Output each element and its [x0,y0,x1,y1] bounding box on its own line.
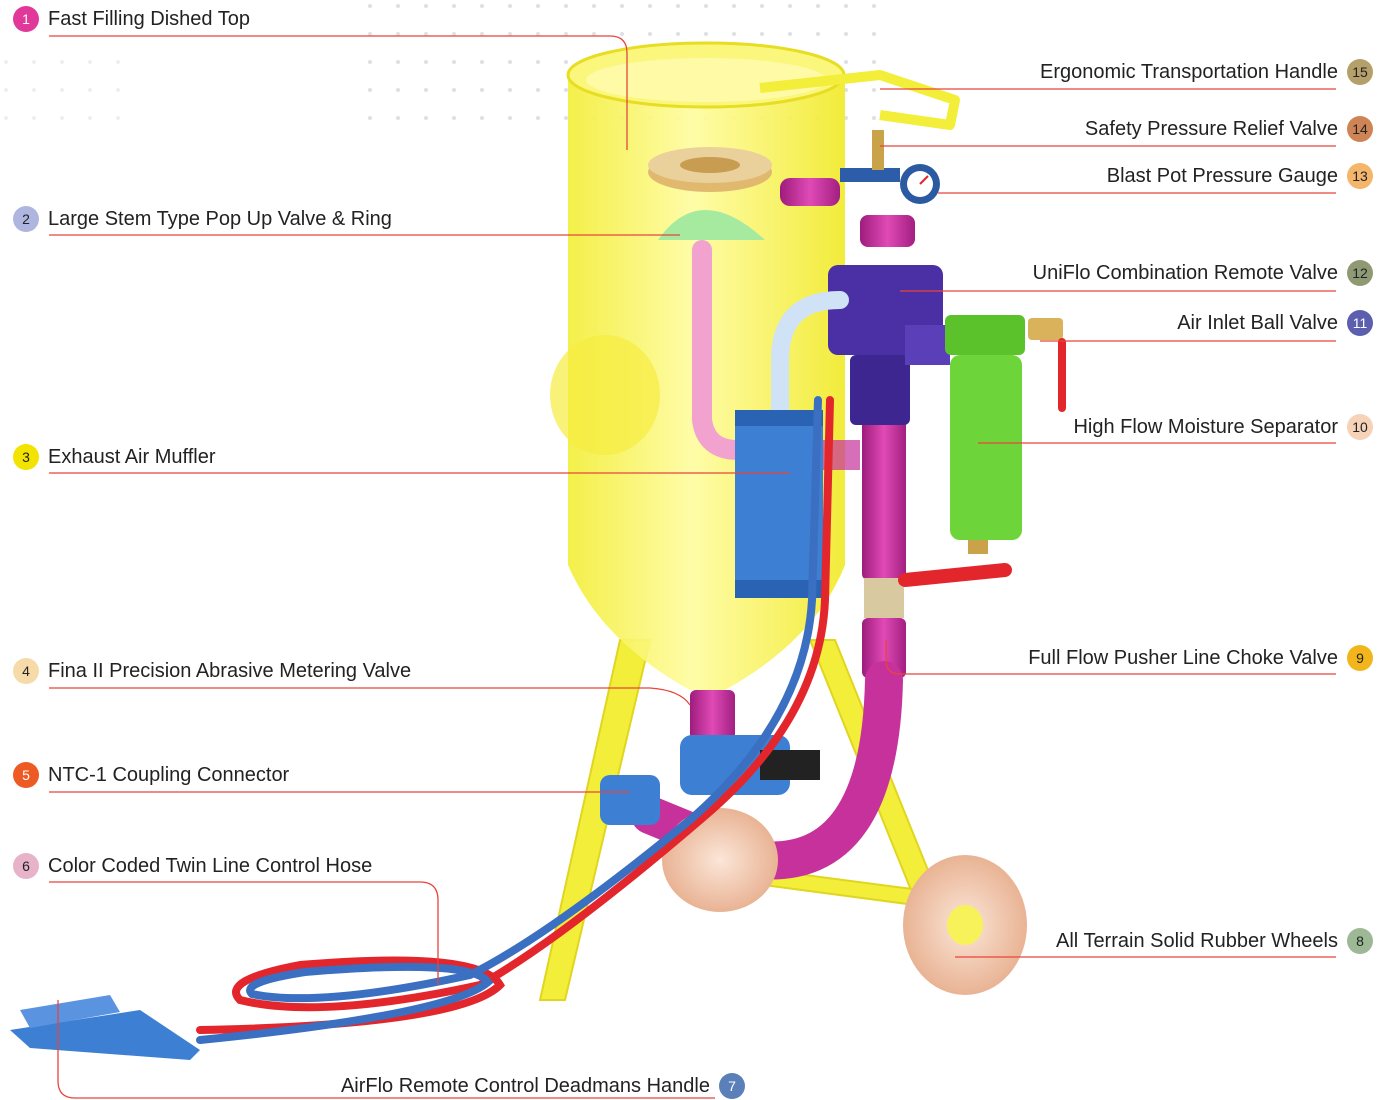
callout-15: 15 Ergonomic Transportation Handle [1040,59,1373,85]
callout-14: 14 Safety Pressure Relief Valve [1085,116,1373,142]
badge-8: 8 [1347,928,1373,954]
badge-4: 4 [13,658,39,684]
badge-7: 7 [719,1073,745,1099]
label-air-inlet-ball-valve: Air Inlet Ball Valve [1177,312,1338,335]
label-pop-up-valve: Large Stem Type Pop Up Valve & Ring [48,208,392,231]
label-rubber-wheels: All Terrain Solid Rubber Wheels [1056,930,1338,953]
pressure-gauge-assembly [840,130,940,204]
badge-15: 15 [1347,59,1373,85]
label-deadmans-handle: AirFlo Remote Control Deadmans Handle [341,1075,710,1098]
callout-7: 7 AirFlo Remote Control Deadmans Handle [341,1073,745,1099]
callout-4: 4 Fina II Precision Abrasive Metering Va… [13,658,411,684]
badge-13: 13 [1347,163,1373,189]
badge-10: 10 [1347,414,1373,440]
badge-5: 5 [13,762,39,788]
callout-5: 5 NTC-1 Coupling Connector [13,762,289,788]
badge-11: 11 [1347,310,1373,336]
badge-2: 2 [13,206,39,232]
choke-valve-handle [905,570,1005,580]
label-uniflo-remote-valve: UniFlo Combination Remote Valve [1033,262,1338,285]
label-moisture-separator: High Flow Moisture Separator [1073,416,1338,439]
callout-2: 2 Large Stem Type Pop Up Valve & Ring [13,206,392,232]
label-fast-filling-dished-top: Fast Filling Dished Top [48,8,250,31]
uniflo-valve [828,265,950,425]
callout-9: 9 Full Flow Pusher Line Choke Valve [1028,645,1373,671]
label-control-hose: Color Coded Twin Line Control Hose [48,855,372,878]
moisture-separator [945,315,1063,554]
callout-12: 12 UniFlo Combination Remote Valve [1033,260,1373,286]
label-pressure-gauge: Blast Pot Pressure Gauge [1107,165,1338,188]
callout-8: 8 All Terrain Solid Rubber Wheels [1056,928,1373,954]
label-metering-valve: Fina II Precision Abrasive Metering Valv… [48,660,411,683]
label-relief-valve: Safety Pressure Relief Valve [1085,118,1338,141]
badge-3: 3 [13,444,39,470]
callout-3: 3 Exhaust Air Muffler [13,444,215,470]
leader-4 [49,688,690,705]
label-choke-valve: Full Flow Pusher Line Choke Valve [1028,647,1338,670]
badge-14: 14 [1347,116,1373,142]
label-transport-handle: Ergonomic Transportation Handle [1040,61,1338,84]
deadman-handle [10,995,200,1060]
callout-6: 6 Color Coded Twin Line Control Hose [13,853,372,879]
badge-9: 9 [1347,645,1373,671]
badge-1: 1 [13,6,39,32]
callout-10: 10 High Flow Moisture Separator [1073,414,1373,440]
badge-6: 6 [13,853,39,879]
callout-11: 11 Air Inlet Ball Valve [1177,310,1373,336]
label-coupling-connector: NTC-1 Coupling Connector [48,764,289,787]
label-exhaust-air-muffler: Exhaust Air Muffler [48,446,215,469]
callout-13: 13 Blast Pot Pressure Gauge [1107,163,1373,189]
callout-1: 1 Fast Filling Dished Top [13,6,250,32]
badge-12: 12 [1347,260,1373,286]
